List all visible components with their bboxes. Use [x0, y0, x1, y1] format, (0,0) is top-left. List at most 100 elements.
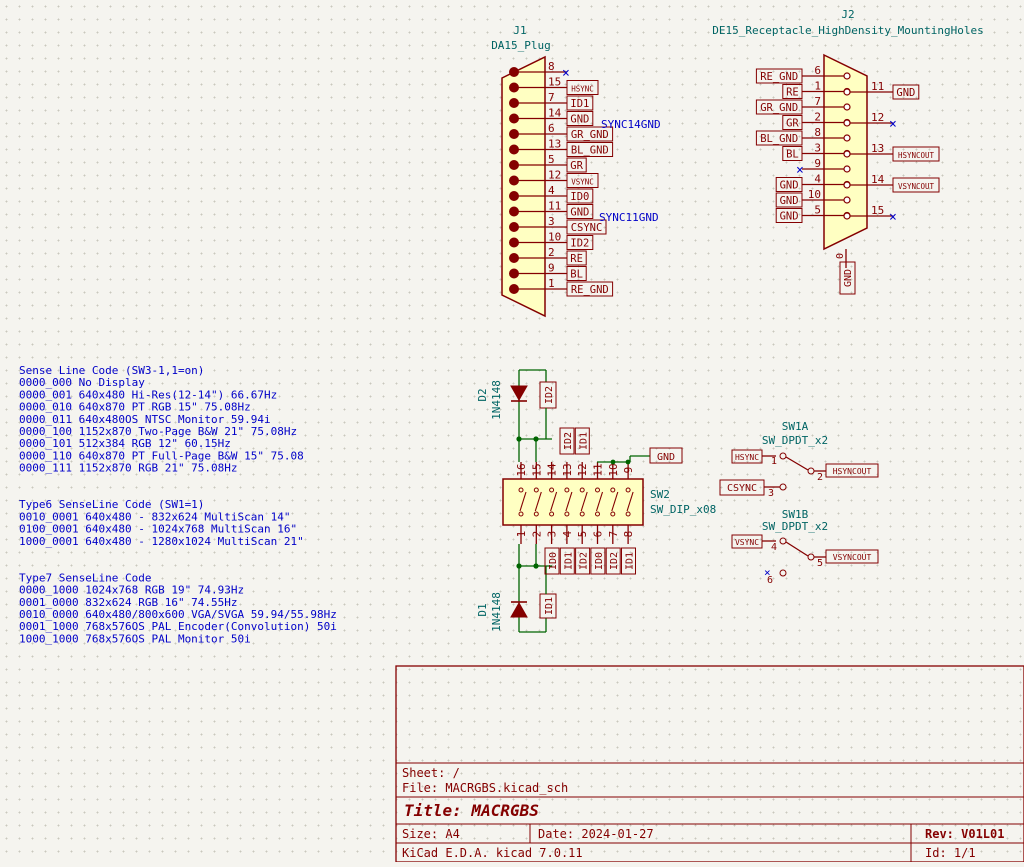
j2-pin-label-box: [775, 208, 803, 223]
sw2-lever: [595, 491, 604, 512]
junction-dot: [516, 436, 522, 442]
sw2-lever: [580, 491, 588, 512]
j2-pin-num: 14: [871, 173, 885, 186]
sw1b-contact-4: [779, 537, 787, 545]
j1-pin-label: VSYNC: [571, 178, 594, 187]
sw1a-contact-2: [807, 467, 815, 475]
note-line: Type7 SenseLine Code: [19, 571, 151, 584]
j1-pin-label: GR: [570, 160, 583, 172]
j2-pin-0-label-box: [839, 261, 856, 295]
j1-pin-num: 5: [548, 153, 555, 166]
j1-pin-num: 10: [548, 231, 561, 244]
j2-pin-hole: [843, 212, 851, 220]
j2-pin-label-box: [775, 177, 803, 192]
sw1a-csync-box: [719, 479, 765, 496]
j2-ref: J2: [841, 8, 854, 21]
junction-dot: [610, 459, 616, 465]
sw2-top-label-box: [574, 427, 590, 455]
switch-sw1b[interactable]: SW1B SW_DPDT_x2 VSYNC 4 5 VSYNCOUT × 6: [731, 508, 879, 586]
j1-pin-dot: [509, 222, 519, 232]
sw2-bottom-label: ID2: [579, 552, 590, 570]
sw2-lever: [611, 491, 619, 512]
sw1b-value: SW_DPDT_x2: [762, 520, 828, 533]
net-sync14gnd: SYNC14GND: [601, 118, 661, 131]
d2-ref: D2: [476, 388, 489, 401]
sw2-contact: [595, 487, 600, 493]
j1-pin-num: 14: [548, 107, 562, 120]
j2-pin-label-box: [775, 192, 803, 208]
sw1a-pin2-num: 2: [817, 472, 823, 483]
diode-d2[interactable]: ID2 D2 1N4148: [476, 369, 557, 460]
no-connect-icon: ×: [889, 210, 897, 225]
sw2-contact: [579, 511, 585, 517]
j2-pin-num: 1: [814, 80, 821, 93]
j1-pin-label-box: [566, 266, 587, 281]
id-label: Id: 1/1: [925, 846, 976, 860]
junction-dot: [625, 459, 631, 465]
j2-pins: 6RE_GND1RE7GR_GND2GR8BL_GND3BL9×4GND10GN…: [755, 64, 940, 225]
j1-pin-dot: [509, 98, 519, 108]
d2-value: 1N4148: [490, 380, 503, 420]
note-line: 0000_000 No Display: [19, 376, 145, 389]
sw2-contact: [549, 511, 555, 517]
j2-pin-num: 5: [814, 204, 821, 217]
sw1b-contact-6: [779, 569, 787, 577]
j1-pin-num: 9: [548, 262, 555, 275]
sw1b-vsyncout-box: [825, 549, 879, 564]
junction-dot: [516, 563, 522, 569]
sw1b-pin5-num: 5: [817, 558, 823, 569]
j1-pin-num: 15: [548, 76, 561, 89]
j1-pin-label-box: [566, 188, 594, 204]
j1-pin-label: CSYNC: [571, 222, 603, 234]
sw2-contact: [579, 487, 585, 493]
j2-pin-label-box: [782, 115, 803, 130]
sw1b-vsync-label: VSYNC: [735, 538, 759, 547]
sw2-contact: [518, 487, 524, 493]
j2-pin-label-box: [892, 146, 940, 162]
sw2-bottom-label: ID2: [609, 552, 620, 570]
j2-pin-hole: [843, 196, 851, 204]
j2-pin-label: GND: [780, 180, 799, 192]
j2-pin-label: GR_GND: [760, 102, 798, 114]
title-label: Title: MACRGBS: [404, 801, 539, 820]
connector-j2[interactable]: J2 DE15_Receptacle_HighDensity_MountingH…: [712, 8, 984, 295]
sw2-bottom-label: ID0: [548, 552, 559, 570]
j2-pin-num: 12: [871, 111, 884, 124]
switch-sw1a[interactable]: SW1A SW_DPDT_x2 HSYNC 1 2 HSYNCOUT 3 CSY…: [719, 420, 879, 499]
sw2-bottom-pin-num: 2: [530, 531, 543, 538]
note-line: 0000_011 640x480OS NTSC Monitor 59.94i: [19, 413, 271, 426]
j1-pin-label-box: [566, 126, 614, 142]
sw2-contact: [595, 511, 600, 517]
j1-pin-num: 12: [548, 169, 561, 182]
j1-pin-dot: [509, 160, 519, 170]
j1-pin-label: GR_GND: [571, 129, 609, 141]
j1-pin-num: 4: [548, 184, 555, 197]
j2-pin-num: 6: [814, 64, 821, 77]
sw2-contact: [610, 487, 616, 493]
j1-pin-label: ID1: [570, 98, 589, 110]
j1-pin-num: 13: [548, 138, 561, 151]
j1-body: [501, 55, 546, 318]
j1-pin-label-box: [566, 80, 599, 95]
sw2-bottom-pin-num: 6: [592, 531, 605, 538]
note-line: 0000_101 512x384 RGB 12" 60.15Hz: [19, 437, 231, 450]
d1-label: ID1: [544, 597, 555, 615]
j1-pin-label-box: [566, 204, 594, 219]
j1-pin-label: GND: [570, 207, 589, 219]
j2-pin-hole: [843, 103, 851, 111]
j1-pin-label: HSYNC: [571, 85, 594, 94]
sw2-ref: SW2: [650, 488, 670, 501]
j2-pin-0-label: GND: [843, 269, 854, 287]
j2-pin-hole: [843, 72, 851, 80]
note-line: 0000_100 1152x870 Two-Page B&W 21" 75.08…: [19, 425, 297, 438]
sw2-top-pin-num: 12: [576, 463, 589, 476]
note-line: 0001_0000 832x624 RGB 16" 74.55Hz: [19, 596, 238, 609]
note-line: Sense Line Code (SW3-1,1=on): [19, 364, 204, 377]
d2-label: ID2: [544, 386, 555, 404]
j1-pin-label-box: [566, 235, 594, 250]
j1-pin-dot: [509, 175, 519, 186]
diode-d1[interactable]: ID1 D1 1N4148: [476, 555, 557, 633]
no-connect-icon: ×: [796, 163, 804, 178]
